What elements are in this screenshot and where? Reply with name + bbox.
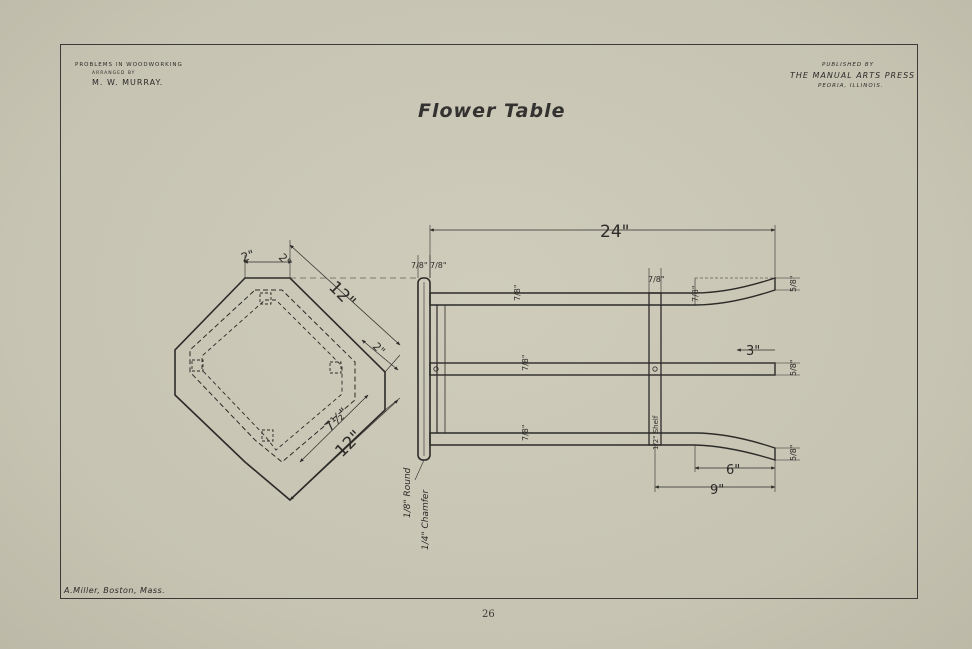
plan-view bbox=[174, 240, 420, 502]
dim-top-thk-a: 7/8" bbox=[411, 261, 428, 270]
page-number: 26 bbox=[482, 609, 495, 620]
dim-end-mid: 5/8" bbox=[789, 359, 798, 376]
dim-top-thk-b: 7/8" bbox=[430, 261, 447, 270]
leg-lower bbox=[429, 432, 776, 461]
arranged-by: ARRANGED BY bbox=[92, 71, 136, 76]
dim-end-top: 5/8" bbox=[789, 275, 798, 292]
dim-12-top-diag: 12" bbox=[324, 277, 359, 312]
dim-rail-bot: 7/8" bbox=[521, 424, 530, 441]
engraver-credit: A.Miller, Boston, Mass. bbox=[64, 586, 166, 595]
dim-rail-top: 7/8" bbox=[513, 284, 522, 301]
shelf-note: 1/2" Shelf bbox=[652, 415, 660, 450]
dim-24-overall: 24" bbox=[600, 222, 629, 242]
dim-2-top-left: 2" bbox=[239, 247, 256, 265]
series-title: PROBLEMS IN WOODWORKING bbox=[75, 62, 183, 68]
leg-middle bbox=[429, 362, 776, 376]
side-view bbox=[414, 225, 800, 492]
drawing-border bbox=[60, 44, 918, 599]
dim-3: 3" bbox=[746, 344, 760, 359]
published-by: PUBLISHED BY bbox=[822, 62, 874, 68]
inner-frame-outline bbox=[201, 299, 343, 451]
leg-square-bottom bbox=[261, 429, 274, 442]
dim-2-top: 2" bbox=[276, 251, 294, 269]
chamfer-note: 1/4" Chamfer bbox=[421, 489, 431, 550]
dim-end-bot: 5/8" bbox=[789, 444, 798, 461]
dim-2-right: 2" bbox=[370, 340, 388, 358]
leg-square-right bbox=[329, 361, 342, 374]
under-frame-outline bbox=[189, 289, 356, 463]
dim-leg-tip: 7/8" bbox=[691, 285, 700, 302]
leg-square-top bbox=[259, 292, 272, 305]
dim-stretcher: 7/8" bbox=[648, 275, 665, 284]
dim-rail-mid: 7/8" bbox=[521, 354, 530, 371]
leg-square-left bbox=[191, 359, 204, 372]
dim-9: 9" bbox=[710, 483, 724, 498]
dim-6: 6" bbox=[726, 463, 740, 478]
author-name: M. W. MURRAY. bbox=[92, 78, 164, 87]
publisher-city: PEORIA, ILLINOIS. bbox=[818, 83, 884, 89]
round-note: 1/8" Round bbox=[403, 467, 413, 518]
publisher-name: THE MANUAL ARTS PRESS bbox=[790, 71, 916, 80]
drawing-title: Flower Table bbox=[418, 100, 566, 122]
leg-upper bbox=[429, 277, 776, 306]
